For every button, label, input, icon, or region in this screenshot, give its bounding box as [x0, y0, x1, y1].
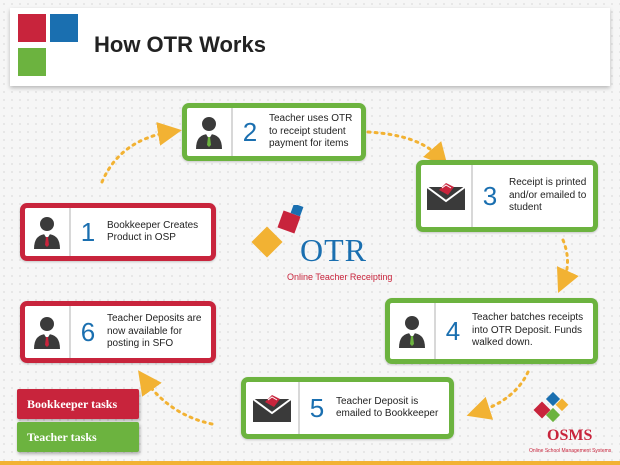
- step-5-text: Teacher Deposit is emailed to Bookkeeper: [336, 395, 439, 420]
- logo-square-green: [18, 48, 46, 76]
- envelope-icon: [246, 382, 300, 434]
- step-5-box: 5 Teacher Deposit is emailed to Bookkeep…: [241, 377, 454, 439]
- arrow-3-to-4: [556, 238, 579, 293]
- step-6-number: 6: [80, 316, 96, 347]
- step-2-text: Teacher uses OTR to receipt student paym…: [269, 113, 353, 150]
- step-3-box: 3 Receipt is printed and/or emailed to s…: [416, 160, 598, 232]
- person-icon: [25, 208, 71, 256]
- step-1-number: 1: [80, 216, 96, 247]
- step-1-text: Bookkeeper Creates Product in OSP: [107, 219, 199, 244]
- step-6-box: 6 Teacher Deposits are now available for…: [20, 301, 216, 363]
- legend-teacher-tasks: Teacher tasks: [17, 422, 139, 452]
- arrow-5-to-6: [138, 370, 214, 426]
- step-3-number: 3: [482, 180, 498, 211]
- otr-logo-subtitle: Online Teacher Receipting: [287, 272, 393, 282]
- arrow-1-to-2: [100, 122, 182, 184]
- otr-logo-graphic: [251, 205, 304, 258]
- step-3-text: Receipt is printed and/or emailed to stu…: [509, 177, 587, 214]
- step-1-box: 1 Bookkeeper Creates Product in OSP: [20, 203, 216, 261]
- legend-bookkeeper-tasks: Bookkeeper tasks: [17, 389, 139, 419]
- osms-logo-text: OSMS: [547, 427, 593, 444]
- step-4-box: 4 Teacher batches receipts into OTR Depo…: [385, 298, 598, 364]
- person-icon: [25, 306, 71, 358]
- arrow-2-to-3: [366, 130, 448, 168]
- osms-logo-subtitle: Online School Management Systems: [529, 448, 612, 454]
- envelope-icon: [421, 165, 473, 227]
- step-4-number: 4: [445, 315, 461, 346]
- logo-square-red: [18, 14, 46, 42]
- step-2-number: 2: [242, 116, 258, 147]
- arrow-4-to-5: [466, 370, 530, 420]
- osms-logo-graphic: [533, 392, 569, 423]
- step-5-number: 5: [309, 392, 325, 423]
- bottom-accent-bar: [0, 461, 620, 465]
- step-6-text: Teacher Deposits are now available for p…: [107, 313, 202, 350]
- otr-logo-text: OTR: [300, 232, 367, 268]
- header-banner: How OTR Works: [10, 8, 610, 86]
- person-icon: [187, 108, 233, 156]
- logo-square-blue: [50, 14, 78, 42]
- step-4-text: Teacher batches receipts into OTR Deposi…: [472, 312, 584, 349]
- person-icon: [390, 303, 436, 359]
- page-title: How OTR Works: [94, 32, 266, 57]
- step-2-box: 2 Teacher uses OTR to receipt student pa…: [182, 103, 366, 161]
